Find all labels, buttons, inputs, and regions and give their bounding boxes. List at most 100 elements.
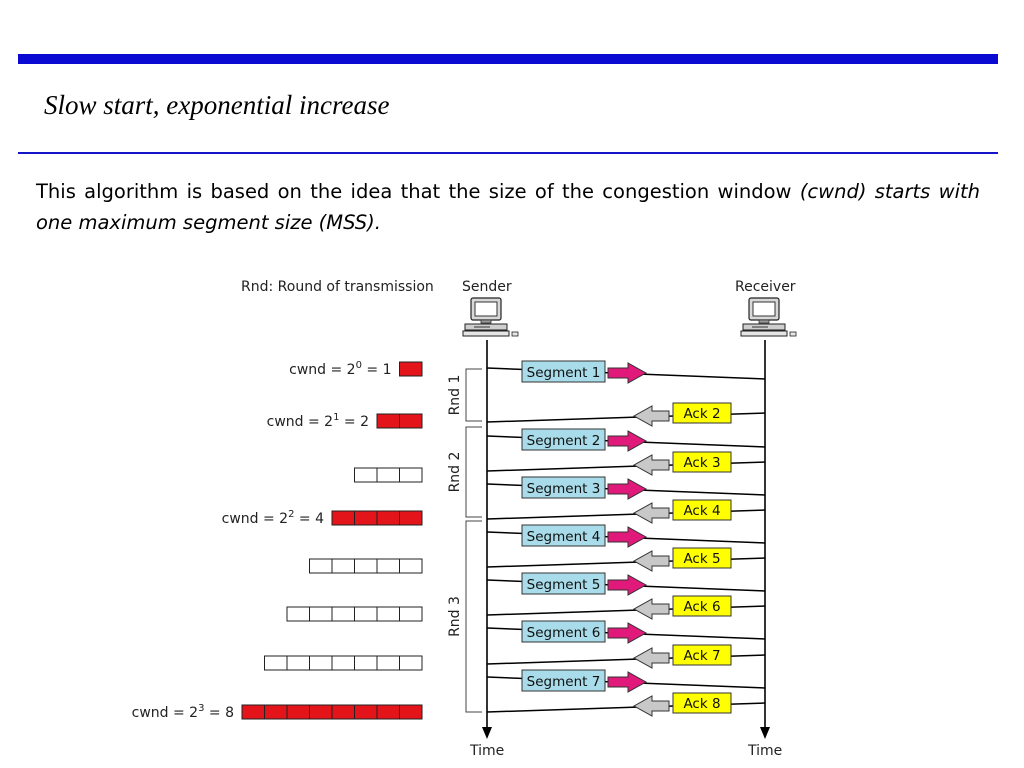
window-cell <box>286 704 310 720</box>
window-cell <box>399 467 423 483</box>
window-cell <box>286 606 310 622</box>
window-cell <box>309 558 333 574</box>
receiver-time-arrowhead <box>760 727 770 739</box>
ack-label: Ack 4 <box>683 503 720 519</box>
ack-box <box>672 451 732 473</box>
window-cell <box>331 510 355 526</box>
round-label: Rnd 3 <box>447 596 463 637</box>
segment-label: Segment 7 <box>527 674 601 690</box>
segment-label: Segment 1 <box>527 365 601 381</box>
window-cell <box>286 655 310 671</box>
window-cell <box>309 704 333 720</box>
window-cell <box>331 704 355 720</box>
sender-time-arrowhead <box>482 727 492 739</box>
ack-label: Ack 5 <box>683 551 720 567</box>
window-cell <box>399 413 423 429</box>
segment-label: Segment 2 <box>527 433 601 449</box>
window-cell <box>331 655 355 671</box>
window-cell <box>399 606 423 622</box>
legend-text: Rnd: Round of transmission <box>241 279 434 295</box>
sender-computer-icon <box>462 297 519 337</box>
cwnd-label: cwnd = 21 = 2 <box>267 412 369 430</box>
window-cell <box>376 655 400 671</box>
ack-box <box>672 595 732 617</box>
ack-label: Ack 3 <box>683 455 720 471</box>
forward-arrow-icon <box>607 671 648 693</box>
back-arrow-icon <box>632 454 670 476</box>
cwnd-label: cwnd = 22 = 4 <box>222 509 324 527</box>
segment-box <box>521 669 606 692</box>
round-label: Rnd 1 <box>447 375 463 416</box>
ack-box <box>672 644 732 666</box>
window-cell <box>399 655 423 671</box>
receiver-computer-icon <box>740 297 797 337</box>
forward-arrow-icon <box>607 430 648 452</box>
segment-box <box>521 572 606 595</box>
round-bracket <box>465 426 482 518</box>
message-exchanges: Segment 1 Segment 2 Segment 3 Segment 4 Segm… <box>486 360 766 717</box>
ack-box <box>672 499 732 521</box>
window-cell <box>309 606 333 622</box>
back-arrow-icon <box>632 502 670 524</box>
window-cell <box>331 558 355 574</box>
title-divider <box>18 152 998 154</box>
back-arrow-icon <box>632 695 670 717</box>
round-label: Rnd 2 <box>447 452 463 493</box>
forward-arrow-icon <box>607 362 648 384</box>
segment-box <box>521 620 606 643</box>
window-cell <box>376 558 400 574</box>
segment-box <box>521 476 606 499</box>
window-cell <box>354 655 378 671</box>
body-italic-text: (cwnd) starts with one maximum segment s… <box>36 180 980 234</box>
segment-label: Segment 6 <box>527 625 601 641</box>
ack-label: Ack 7 <box>683 648 720 664</box>
window-cell <box>354 606 378 622</box>
sender-label: Sender <box>462 279 512 295</box>
round-bracket <box>465 368 482 422</box>
window-cell <box>241 704 265 720</box>
window-cell <box>376 467 400 483</box>
window-cell <box>376 704 400 720</box>
forward-arrow-icon <box>607 526 648 548</box>
ack-label: Ack 8 <box>683 696 720 712</box>
slide-title: Slow start, exponential increase <box>44 90 390 120</box>
title-accent-bar <box>18 54 998 64</box>
segment-box <box>521 428 606 451</box>
segment-label: Segment 4 <box>527 529 601 545</box>
segment-label: Segment 3 <box>527 481 601 497</box>
back-arrow-icon <box>632 647 670 669</box>
ack-label: Ack 6 <box>683 599 720 615</box>
ack-label: Ack 2 <box>683 406 720 422</box>
back-arrow-icon <box>632 405 670 427</box>
window-cell <box>399 558 423 574</box>
slide-body-text: This algorithm is based on the idea that… <box>36 176 980 238</box>
window-cell <box>264 655 288 671</box>
window-cell <box>399 704 423 720</box>
window-cell <box>376 606 400 622</box>
forward-arrow-icon <box>607 622 648 644</box>
window-cell <box>264 704 288 720</box>
segment-label: Segment 5 <box>527 577 601 593</box>
ack-box <box>672 547 732 569</box>
window-cell <box>331 606 355 622</box>
receiver-label: Receiver <box>735 279 796 295</box>
window-cell <box>354 558 378 574</box>
ack-box <box>672 402 732 424</box>
window-cell <box>376 413 400 429</box>
segment-box <box>521 524 606 547</box>
window-cell <box>354 704 378 720</box>
ack-box <box>672 692 732 714</box>
receiver-time-label: Time <box>747 743 782 759</box>
forward-arrow-icon <box>607 574 648 596</box>
sender-time-label: Time <box>469 743 504 759</box>
window-cell <box>309 655 333 671</box>
window-cell <box>399 361 423 377</box>
window-cell <box>376 510 400 526</box>
back-arrow-icon <box>632 598 670 620</box>
window-cell <box>354 510 378 526</box>
back-arrow-icon <box>632 550 670 572</box>
window-cell <box>354 467 378 483</box>
cwnd-label: cwnd = 23 = 8 <box>132 703 234 721</box>
